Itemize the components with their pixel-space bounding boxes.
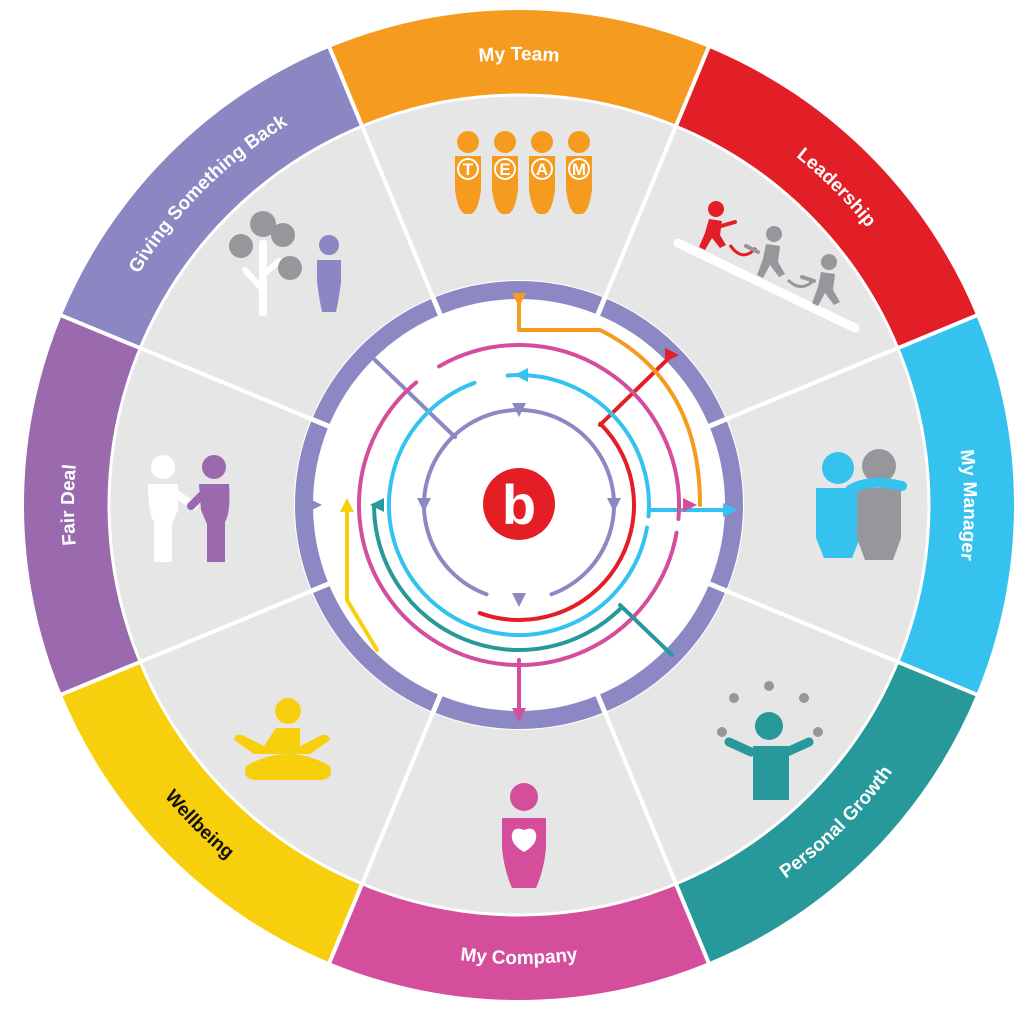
label-my-company: My Company — [459, 944, 579, 969]
circuit-line — [345, 503, 379, 652]
circuit-arrow — [512, 403, 526, 417]
hub-ring-gap — [594, 293, 609, 318]
circuit-arrow — [723, 503, 737, 517]
hub-ring-gap — [429, 692, 444, 717]
handshake-icon — [148, 455, 230, 562]
logo-letter: b — [502, 473, 536, 536]
label-my-team: My Team — [478, 44, 560, 67]
logo: b — [483, 468, 555, 540]
band-separator — [107, 93, 931, 917]
circuit-line — [477, 421, 636, 622]
sector-divider — [726, 312, 979, 421]
sector-personal-growth — [605, 591, 898, 884]
circuit-arrow — [683, 498, 697, 512]
circuit-line — [437, 343, 681, 521]
sector-divider — [59, 589, 312, 698]
band-wellbeing — [61, 661, 363, 963]
circuit-arrow — [514, 368, 528, 382]
band-fair-deal — [24, 315, 141, 695]
outer-bands — [24, 10, 1014, 1000]
sector-divider — [603, 45, 712, 298]
circuit-arrow — [512, 708, 526, 722]
hub-ring-gap — [706, 415, 731, 430]
circuit-arrow — [512, 293, 526, 307]
circuit-arrow — [512, 593, 526, 607]
band-giving-something-back — [61, 47, 363, 349]
band-my-company — [329, 883, 709, 1000]
meditation-icon — [234, 698, 331, 780]
circuit-line — [373, 358, 457, 439]
hub-ring-gap — [594, 692, 609, 717]
circuit-lines — [308, 293, 737, 722]
hub-ring-gap — [429, 293, 444, 318]
circuit-arrow — [370, 498, 384, 512]
sector-leadership — [605, 126, 898, 419]
team-letter-m: M — [572, 160, 586, 179]
team-letter-t: T — [463, 160, 474, 179]
band-personal-growth — [675, 661, 977, 963]
leadership-icon — [673, 201, 860, 333]
sector-divider — [603, 712, 712, 965]
hub-ring-gap — [706, 580, 731, 595]
circuit-line — [387, 380, 650, 637]
sector-my-team — [362, 95, 676, 298]
juggling-person-icon — [717, 681, 823, 800]
circuit-line — [505, 373, 651, 519]
hub: b — [294, 280, 744, 730]
sector-divider — [326, 712, 435, 965]
sector-my-company — [362, 712, 676, 915]
sector-divider — [59, 312, 312, 421]
tree-person-icon — [229, 211, 341, 316]
band-leadership — [675, 47, 977, 349]
manager-icon — [816, 449, 907, 560]
circuit-line — [618, 603, 674, 657]
team-letter-a: A — [536, 160, 548, 179]
circuit-arrow — [340, 498, 354, 512]
hub-ring-gap — [307, 580, 332, 595]
heart-person-icon — [502, 783, 546, 888]
sector-divider — [326, 45, 435, 298]
circuit-arrow — [308, 498, 322, 512]
circuit-arrow — [607, 498, 621, 512]
hub-ring-gap — [307, 415, 332, 430]
circuit-arrow — [665, 348, 679, 362]
band-my-team — [329, 10, 709, 127]
circuit-line — [372, 503, 624, 652]
team-icon: T E A M — [455, 131, 592, 214]
sector-divider — [726, 589, 979, 698]
team-letter-e: E — [499, 160, 510, 179]
logo-circle — [483, 468, 555, 540]
band-my-manager — [897, 315, 1014, 695]
circuit-line — [517, 298, 702, 507]
circuit-arrow — [417, 498, 431, 512]
hub-ring-gaps — [307, 293, 731, 717]
label-my-manager: My Manager — [956, 448, 980, 562]
